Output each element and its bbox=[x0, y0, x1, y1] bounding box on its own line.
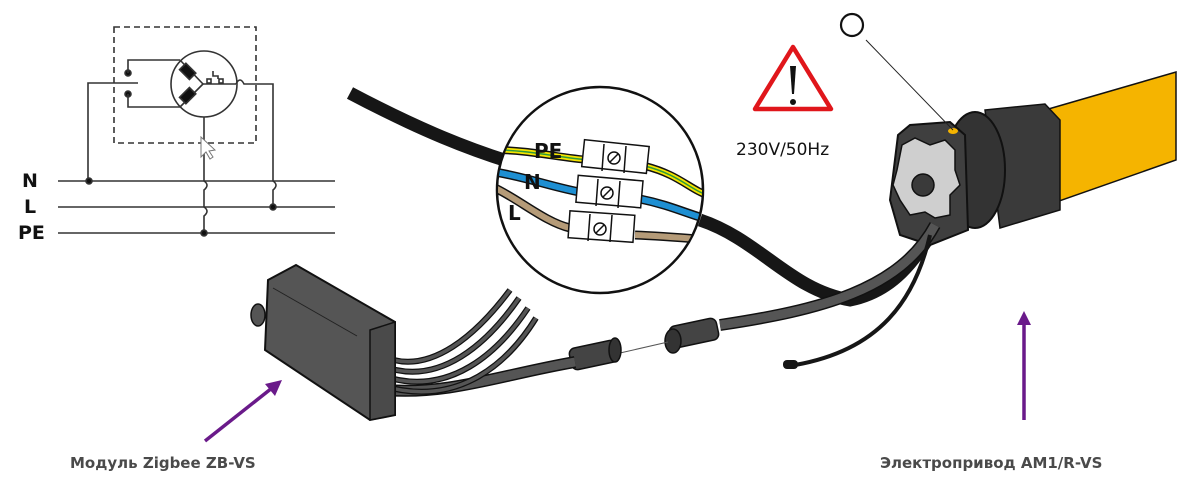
connector-male bbox=[664, 317, 720, 354]
cursor-icon bbox=[200, 135, 217, 160]
module-wires bbox=[379, 288, 538, 394]
callout-line bbox=[865, 39, 954, 131]
bus-label-pe: PE bbox=[18, 222, 45, 244]
terminal-magnifier bbox=[495, 85, 705, 295]
supply-cable bbox=[346, 87, 522, 172]
wire-label-l: L bbox=[508, 201, 521, 225]
motor-drive bbox=[888, 71, 1177, 247]
zigbee-module bbox=[250, 263, 577, 422]
programming-button bbox=[948, 128, 958, 134]
n-lead bbox=[87, 82, 138, 181]
wire-label-pe: PE bbox=[534, 139, 563, 163]
callout-circle bbox=[839, 12, 865, 38]
junction bbox=[85, 177, 93, 185]
wire-l bbox=[498, 185, 571, 231]
motor-extra-wire bbox=[794, 234, 932, 367]
bus-label-n: N bbox=[22, 170, 38, 192]
motor-signal-cable bbox=[719, 222, 939, 330]
warning-triangle-icon bbox=[752, 44, 834, 112]
bus-label-l: L bbox=[24, 196, 37, 218]
voltage-label: 230V/50Hz bbox=[736, 140, 830, 160]
module-label: Модуль Zigbee ZB-VS bbox=[70, 454, 256, 472]
wire-label-n: N bbox=[524, 170, 541, 194]
module-arrow bbox=[203, 380, 282, 443]
motor-arrow bbox=[1017, 311, 1031, 420]
motor-tube bbox=[1044, 71, 1177, 208]
switch-enclosure bbox=[113, 26, 257, 144]
motor-label: Электропривод AM1/R-VS bbox=[880, 454, 1103, 472]
connector-female bbox=[568, 337, 622, 371]
schematic bbox=[58, 26, 335, 237]
